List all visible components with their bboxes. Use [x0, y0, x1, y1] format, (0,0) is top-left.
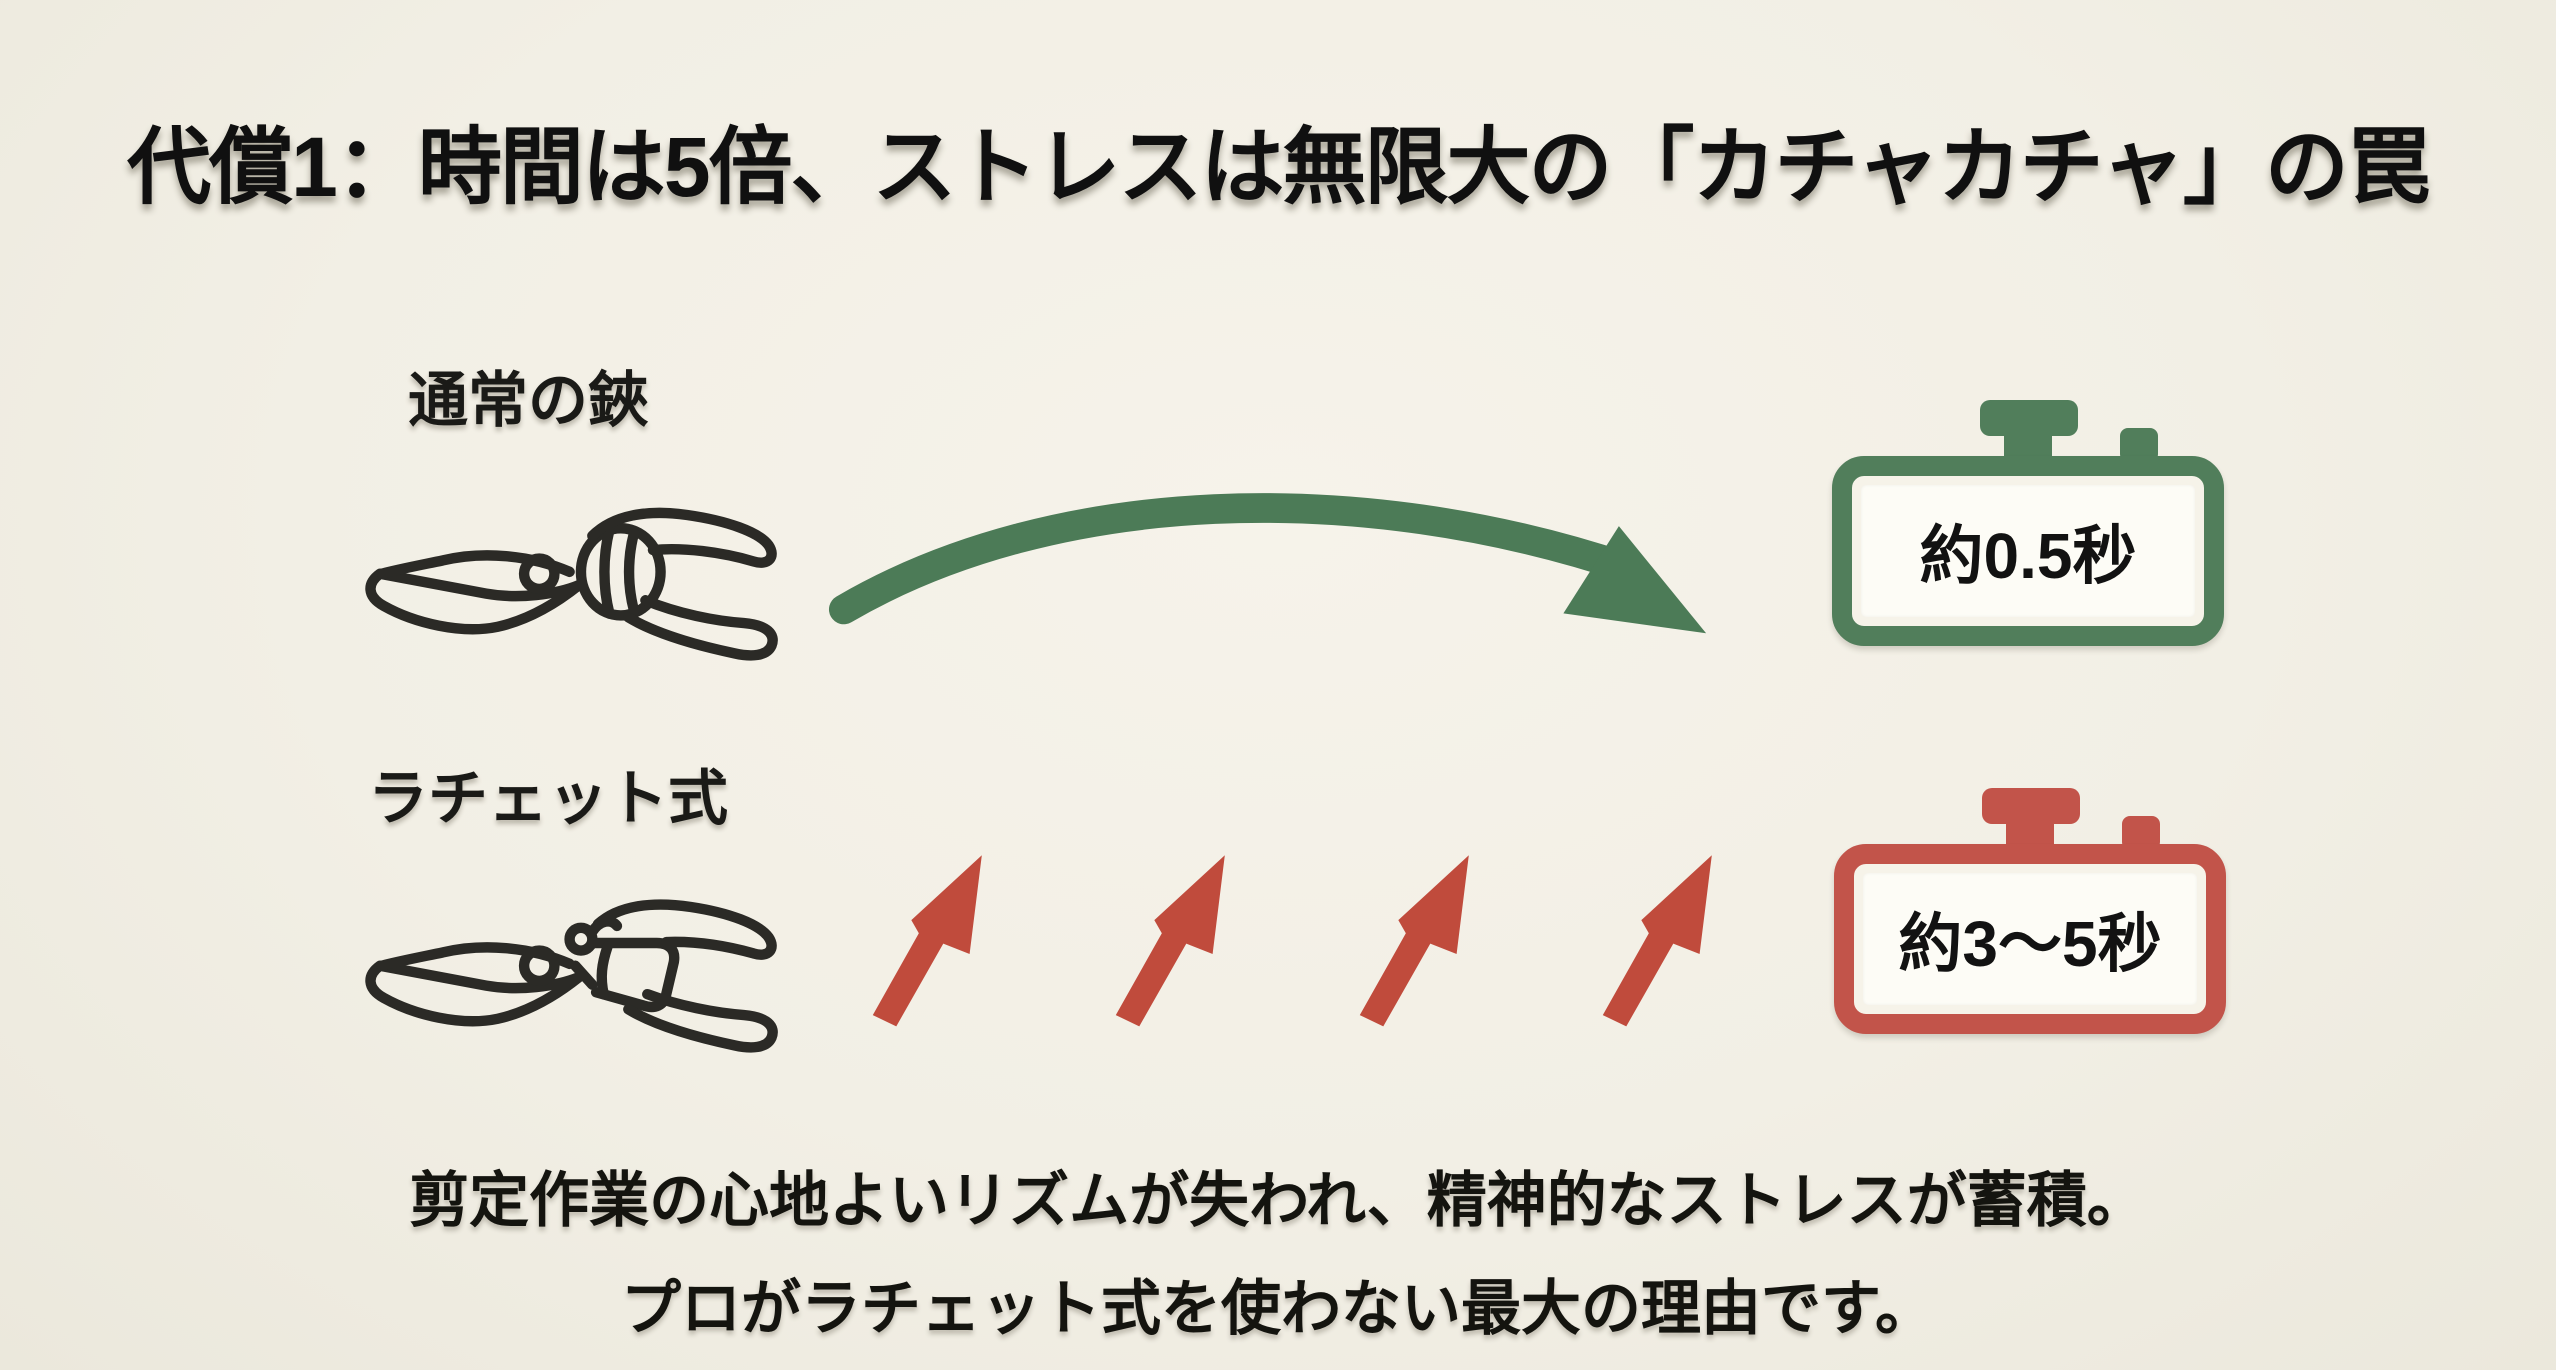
time-value-normal: 約0.5秒	[1919, 520, 2137, 592]
row-label-normal-shears: 通常の鋏	[408, 367, 648, 434]
stopwatch-badge-normal: 約0.5秒	[1832, 400, 2224, 648]
time-value-ratchet: 約3〜5秒	[1898, 908, 2162, 980]
smooth-curve-arrow-icon	[828, 493, 1707, 634]
ratchet-shears-icon	[365, 899, 778, 1053]
stopwatch-badge-ratchet: 約3〜5秒	[1834, 788, 2226, 1036]
step-up-arrow-icon	[1602, 855, 1712, 1027]
stopwatch-face: 約3〜5秒	[1834, 844, 2226, 1034]
step-arrows-group	[832, 842, 1762, 1032]
pruning-shears-icon	[365, 507, 778, 661]
footer-text-line1: 剪定作業の心地よいリズムが失われ、精神的なストレスが蓄積。	[409, 1167, 2147, 1234]
step-up-arrow-icon	[1359, 855, 1469, 1027]
stopwatch-face: 約0.5秒	[1832, 456, 2224, 646]
step-up-arrow-icon	[1116, 855, 1226, 1027]
row-label-ratchet-shears: ラチェット式	[368, 765, 728, 832]
page-title: 代償1：時間は5倍、ストレスは無限大の「カチャカチャ」の罠	[127, 120, 2431, 214]
step-up-arrow-icon	[872, 855, 982, 1027]
footer-text-line2: プロがラチェット式を使わない最大の理由です。	[621, 1275, 1935, 1342]
